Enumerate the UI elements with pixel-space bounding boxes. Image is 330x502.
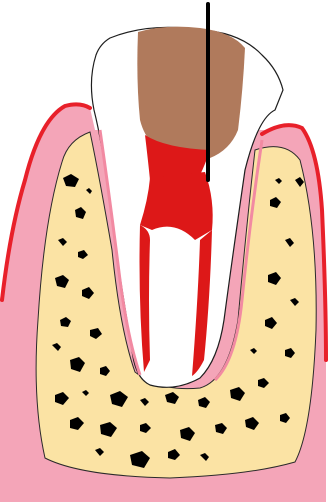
decay-cavity xyxy=(137,27,245,159)
